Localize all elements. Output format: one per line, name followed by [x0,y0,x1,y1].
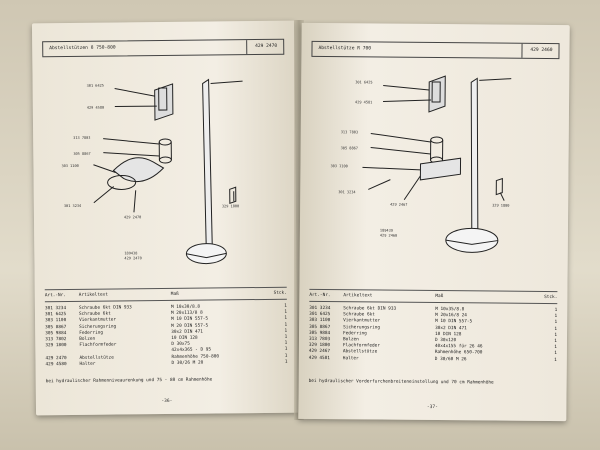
right-header-number: 429 2460 [530,47,553,54]
label-4: 305 8867 [341,146,358,150]
left-header: Abstellstützen 8 750-800 429 2470 [42,38,285,58]
col-text: Artikeltext [343,293,373,299]
label-7: 429 2470 [124,215,141,219]
cell-text: Halter [79,361,96,367]
col-art: Art.-Nr. [309,292,331,299]
right-page: Abstellstütze R 700 429 2460 301 6425 42… [298,22,570,422]
right-header: Abstellstütze R 700 429 2460 [311,40,560,60]
stand-post-shape [202,78,213,255]
label-5: 303 1100 [61,164,78,168]
cell-art: 429 4580 [45,361,67,368]
label-3: 313 7803 [341,130,358,134]
cell-qty: 1 [554,357,557,363]
label-8: 329 1800 [492,204,509,208]
col-mass: Maß [435,294,444,300]
leader-lines [93,80,243,213]
leader-lines [362,78,512,201]
label-6: 301 3234 [338,190,355,194]
col-qty: Stck. [273,290,287,296]
bracket-slot-shape [431,81,441,103]
figure-id-2: 429 2470 [124,256,141,260]
cell-mass: D 30/26 M 20 [171,360,204,366]
clamp-ring-shape [107,174,137,190]
stand-foot-shape [185,243,227,265]
clamp-shape [419,157,462,181]
table-row: 429 4581 Halter D 30/60 M 26 1 [309,356,557,364]
bolt-top-shape [158,138,172,146]
stand-foot-edge [445,239,498,245]
screw-shape [229,186,237,205]
stand-post-shape [470,77,479,244]
label-6: 301 3234 [64,204,81,208]
label-7: 429 2467 [390,203,407,207]
left-page: Abstellstützen 8 750-800 429 2470 [31,20,299,416]
left-header-title: Abstellstützen 8 750-800 [49,45,116,52]
left-parts-drawing: 301 6425 429 4580 313 7803 305 8867 303 … [52,61,276,273]
stand-foot-shape [445,227,499,253]
cell-qty: 1 [284,359,288,365]
stand-foot-edge [186,252,227,259]
col-text: Artikeltext [78,292,108,298]
col-qty: Stck. [544,294,558,301]
bolt-body-shape [158,141,172,161]
right-note: bei hydraulischer Vorderfurchenbreitenei… [308,378,494,386]
cell-mass: D 30/60 M 26 [434,356,467,362]
label-2: 429 4581 [355,100,372,104]
bolt-body-shape [430,139,444,161]
right-page-number: -37- [426,404,438,411]
left-drawing-svg: 301 6425 429 4580 313 7803 305 8867 303 … [61,78,243,265]
left-note: bei hydraulischer Rahmenniveaurenkung un… [45,377,213,385]
bolt-top-shape [430,136,444,144]
label-1: 301 6425 [355,80,372,84]
col-art: Art.-Nr. [44,293,66,299]
label-4: 305 8867 [73,152,90,156]
cell-art: 429 4581 [308,355,330,361]
right-header-divider [521,43,523,58]
left-header-number: 429 2470 [255,43,278,50]
label-1: 301 6425 [87,84,104,88]
figure-id: 189438 [124,251,137,255]
right-drawing-svg: 301 6425 429 4581 313 7803 305 8867 303 … [330,75,512,253]
figure-id: 189439 [380,229,393,233]
book-gutter [294,20,304,420]
bracket-plate-shape [428,75,446,113]
screw-shape [495,177,503,196]
bracket-slot-shape [158,87,168,111]
right-header-title: Abstellstütze R 700 [318,45,372,52]
figure-id-2: 429 2460 [380,234,397,238]
right-parts-drawing: 301 6425 429 4581 313 7803 305 8867 303 … [320,63,544,275]
left-header-divider [246,40,248,55]
col-mass: Maß [170,291,179,297]
label-2: 429 4580 [87,106,104,110]
table-row: 429 4580 Halter D 30/26 M 20 1 [46,360,288,369]
bolt-bottom-shape [158,156,172,164]
bracket-plate-shape [154,83,174,121]
label-8: 329 1800 [222,204,239,208]
label-5: 303 1100 [330,164,347,168]
label-3: 313 7803 [73,136,90,140]
cell-text: Halter [342,355,359,361]
left-page-number: -36- [161,398,173,405]
clamp-shape [112,157,165,183]
